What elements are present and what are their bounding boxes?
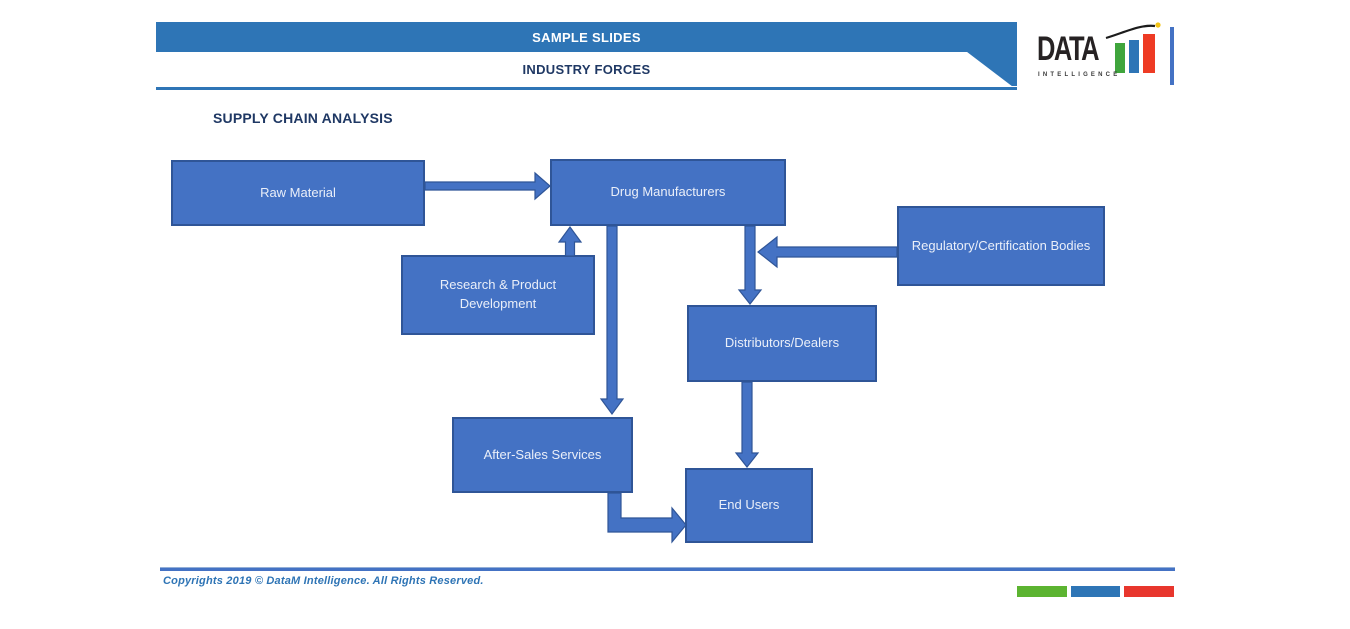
copyright-text: Copyrights 2019 © DataM Intelligence. Al…	[163, 575, 484, 587]
node-label: Regulatory/Certification Bodies	[911, 237, 1091, 253]
logo-bar-red	[1143, 34, 1155, 73]
footer-deco-bar-blue	[1071, 586, 1120, 597]
node-label: End Users	[718, 497, 780, 513]
datam-logo: DATA INTELLIGENCE	[1035, 20, 1175, 86]
node-raw-material: Raw Material	[171, 160, 425, 226]
arrow-drug-to-distributors	[737, 225, 763, 305]
banner-wedge-shape	[967, 52, 1017, 86]
banner-subtitle: INDUSTRY FORCES	[522, 61, 651, 77]
node-label: Distributors/Dealers	[724, 335, 840, 351]
footer-divider	[160, 567, 1175, 571]
node-end-users: End Users	[685, 468, 813, 543]
arrow-aftersales-to-endusers	[607, 492, 687, 544]
logo-tagline: INTELLIGENCE	[1038, 72, 1121, 78]
node-distributors-dealers: Distributors/Dealers	[687, 305, 877, 382]
header-divider	[156, 87, 1017, 90]
node-label: Raw Material	[260, 184, 336, 200]
node-research-product-development: Research & Product Development	[401, 255, 595, 335]
banner-subtitle-bar: INDUSTRY FORCES	[156, 52, 1017, 86]
logo-bar-green	[1115, 43, 1125, 73]
arrow-research-to-drug	[557, 225, 583, 257]
footer-deco-bar-green	[1017, 586, 1067, 597]
banner-title: SAMPLE SLIDES	[532, 29, 641, 45]
arrow-drug-to-aftersales	[599, 225, 625, 416]
growth-arrow-icon	[1105, 22, 1161, 40]
node-drug-manufacturers: Drug Manufacturers	[550, 159, 786, 226]
logo-divider-line	[1170, 27, 1174, 85]
banner-title-bar: SAMPLE SLIDES	[156, 22, 1017, 52]
node-after-sales-services: After-Sales Services	[452, 417, 633, 493]
node-label: Drug Manufacturers	[610, 184, 726, 200]
page-title: SUPPLY CHAIN ANALYSIS	[213, 110, 393, 126]
logo-wordmark: DATA	[1037, 30, 1100, 68]
node-regulatory-certification-bodies: Regulatory/Certification Bodies	[897, 206, 1105, 286]
arrow-regulatory-to-chain	[757, 235, 898, 269]
arrow-distributors-to-endusers	[734, 381, 760, 468]
node-label: Research & Product Development	[439, 277, 557, 311]
node-label: After-Sales Services	[483, 446, 602, 462]
arrow-raw-to-drug	[424, 171, 551, 201]
footer-deco-bar-red	[1124, 586, 1174, 597]
logo-bar-blue	[1129, 40, 1139, 73]
